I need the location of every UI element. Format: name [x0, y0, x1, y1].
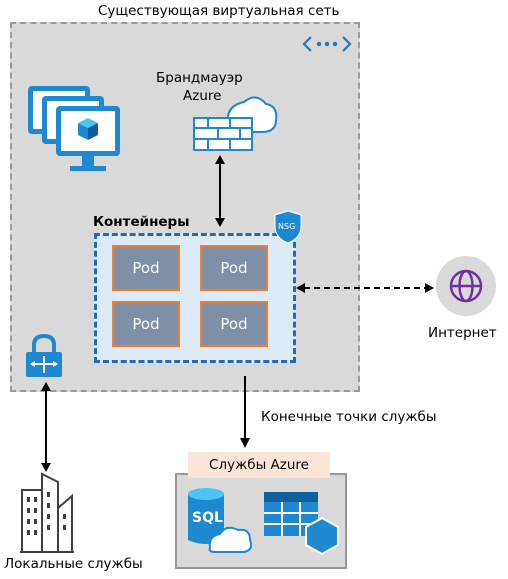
pod: Pod [200, 245, 268, 291]
virtual-machines-icon [28, 86, 120, 171]
firewall-containers-arrow [215, 155, 225, 227]
globe-icon [436, 256, 496, 316]
pod: Pod [112, 245, 180, 291]
onprem-label: Локальные службы [4, 556, 143, 572]
containers-label: Контейнеры [93, 214, 190, 230]
pod: Pod [112, 301, 180, 347]
internet-arrow [296, 283, 434, 293]
service-endpoints-arrow [240, 376, 250, 448]
nsg-label: NSG [278, 222, 296, 231]
internet-label: Интернет [428, 325, 497, 341]
nsg-shield-icon [274, 210, 302, 244]
sql-database-icon [188, 488, 253, 553]
azure-services-label: Службы Azure [188, 452, 330, 478]
firewall-label-line1: Брандмауэр [156, 70, 243, 86]
service-endpoints-label: Конечные точки службы [261, 409, 437, 425]
table-storage-icon [264, 492, 339, 556]
pod: Pod [200, 301, 268, 347]
firewall-label-line2: Azure [183, 88, 222, 104]
virtual-network-icon [302, 36, 352, 52]
firewall-cloud-icon [193, 96, 278, 151]
sql-label: SQL [192, 510, 223, 526]
vpn-gateway-lock-icon [26, 333, 62, 377]
building-icon [20, 472, 74, 553]
onprem-arrow [41, 382, 51, 472]
virtual-network-label: Существующая виртуальная сеть [98, 3, 340, 19]
